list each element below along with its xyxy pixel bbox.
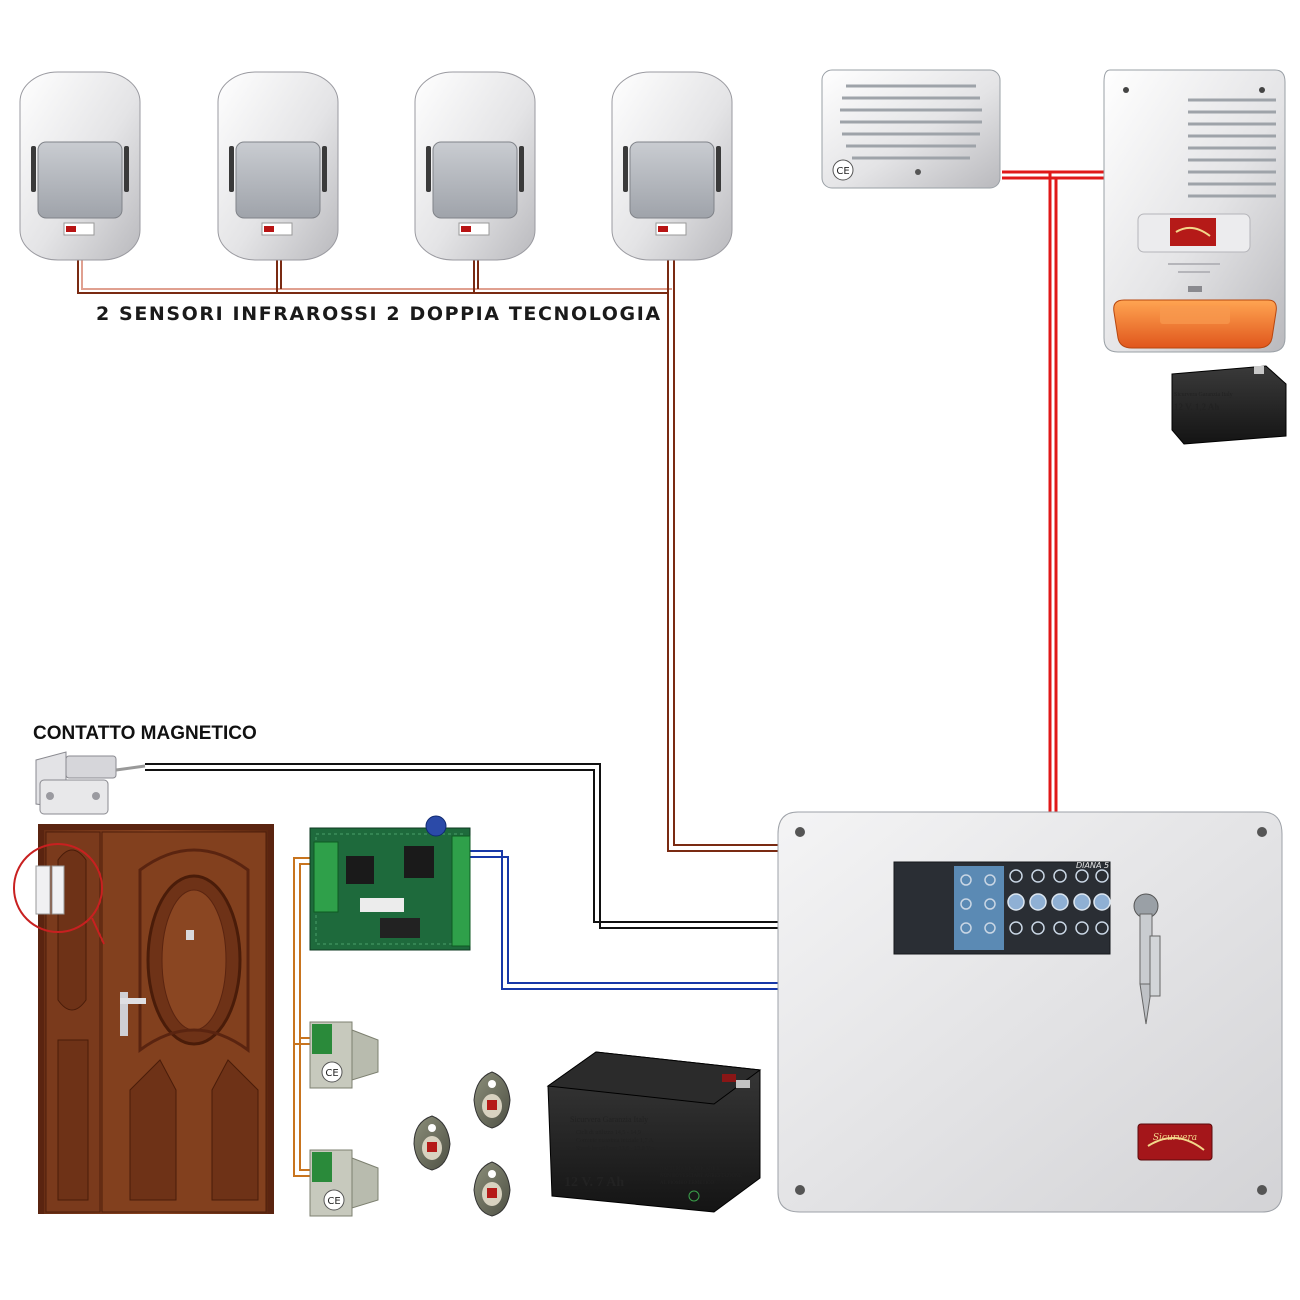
- wire-siren: [1002, 170, 1105, 812]
- pir-sensor-2: [217, 71, 339, 261]
- indoor-siren-ce-mark: CE: [836, 166, 849, 177]
- rfid-key-tag-2: [413, 1115, 451, 1171]
- alarm-control-panel: DIANA 5 Sicurvera: [777, 811, 1283, 1213]
- main-battery-brand: Sicurvera Garanzia Italy: [570, 1115, 648, 1124]
- door: [38, 824, 274, 1214]
- main-battery-warning-1: BATTERIA RICARICABILE: [660, 1167, 720, 1172]
- pir-sensor-1: [19, 71, 141, 261]
- rfid-reader-board: [309, 815, 471, 951]
- wire-sensors-bus: [77, 258, 780, 852]
- wire-rfid-reader: [470, 850, 780, 990]
- small-battery: Sicurvera Garanzia Italy 12 V. 1,2 Ah: [1171, 365, 1287, 445]
- main-battery-rating: 12 V. 7 Ah: [564, 1175, 624, 1190]
- magnetic-contact-label: CONTATTO MAGNETICO: [33, 723, 257, 744]
- wire-key-readers: [293, 857, 312, 1177]
- door-contact-zoom: [13, 843, 105, 945]
- small-battery-rating: 12 V. 1,2 Ah: [1174, 402, 1219, 412]
- main-battery-line1: Cicli di utilizzo 14,5 - 14,9: [576, 1130, 641, 1136]
- main-battery-line2: Corrente massima iniziale 1,7 A: [576, 1138, 654, 1144]
- main-battery: Sicurvera Garanzia Italy Cicli di utiliz…: [546, 1051, 762, 1213]
- key-reader-1: CE: [309, 1021, 379, 1089]
- key-reader-1-ce-mark: CE: [325, 1068, 338, 1079]
- panel-brand-label: Sicurvera: [1153, 1133, 1197, 1143]
- magnetic-contact: [35, 751, 146, 815]
- pir-sensor-3: [414, 71, 536, 261]
- main-battery-line3: Stand-by utilizzo 13,6 - 13,8 Vcc: [576, 1146, 656, 1152]
- main-battery-warning-3: AL PIOMBO ERMETICO: [660, 1181, 714, 1186]
- small-battery-brand: Sicurvera Garanzia Italy: [1174, 392, 1233, 398]
- main-battery-warning-2: NON ROVESCIARE ARRESTAZIONE: [660, 1174, 742, 1179]
- panel-model-label: DIANA 5: [1076, 861, 1109, 870]
- panel-brand-badge: Sicurvera: [1137, 1123, 1213, 1161]
- rfid-key-tag-3: [473, 1161, 511, 1217]
- panel-key-switch: [1133, 893, 1161, 1025]
- key-reader-2-ce-mark: CE: [327, 1196, 340, 1207]
- key-reader-2: CE: [309, 1149, 379, 1217]
- wire-magnetic-contact: [145, 763, 780, 929]
- rfid-key-tag-1: [473, 1071, 511, 1129]
- pir-sensor-4: [611, 71, 733, 261]
- sensors-label: 2 SENSORI INFRAROSSI 2 DOPPIA TECNOLOGIA: [96, 303, 662, 325]
- outdoor-siren: [1103, 69, 1286, 353]
- indoor-siren: CE: [821, 69, 1001, 189]
